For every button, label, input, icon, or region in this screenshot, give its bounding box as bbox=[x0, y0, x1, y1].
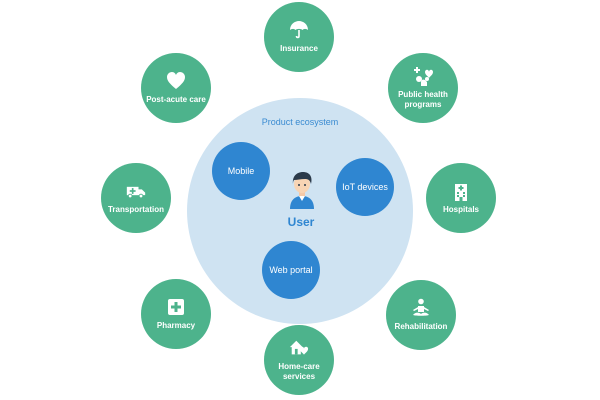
meditation-icon bbox=[413, 298, 429, 316]
service-public-health-programs: Public health programs bbox=[388, 53, 458, 123]
service-transportation-label: Transportation bbox=[107, 205, 164, 214]
service-transportation: Transportation bbox=[101, 163, 171, 233]
channel-web-portal-label: Web portal bbox=[269, 265, 313, 275]
service-rehabilitation: Rehabilitation bbox=[386, 280, 456, 350]
heart-icon bbox=[167, 72, 185, 89]
service-insurance: Insurance bbox=[264, 2, 334, 72]
channel-iot-devices-label: IoT devices bbox=[342, 182, 388, 192]
service-rehabilitation-label: Rehabilitation bbox=[394, 322, 448, 331]
medical-cross-icon bbox=[168, 299, 184, 315]
hospital-icon bbox=[455, 184, 467, 201]
product-ecosystem-title: Product ecosystem bbox=[261, 117, 339, 127]
health-programs-icon bbox=[414, 67, 433, 86]
service-pharmacy-label: Pharmacy bbox=[156, 321, 196, 330]
channel-iot-devices: IoT devices bbox=[336, 158, 394, 216]
service-post-acute-care: Post-acute care bbox=[141, 53, 211, 123]
service-hospitals: Hospitals bbox=[426, 163, 496, 233]
umbrella-icon bbox=[290, 21, 308, 39]
user-label: User bbox=[287, 215, 315, 229]
channel-mobile: Mobile bbox=[212, 142, 270, 200]
service-pharmacy: Pharmacy bbox=[141, 279, 211, 349]
service-post-acute-care-label: Post-acute care bbox=[146, 95, 206, 104]
service-public-health-label: Public health programs bbox=[398, 90, 448, 109]
channel-mobile-label: Mobile bbox=[227, 166, 255, 176]
service-insurance-label: Insurance bbox=[280, 44, 318, 53]
ambulance-icon bbox=[126, 186, 146, 199]
channel-web-portal: Web portal bbox=[262, 241, 320, 299]
user-icon bbox=[290, 172, 314, 209]
service-home-care: Home-care services bbox=[264, 325, 334, 395]
service-hospitals-label: Hospitals bbox=[442, 205, 479, 214]
home-heart-icon bbox=[289, 340, 309, 355]
service-home-care-label: Home-care services bbox=[278, 362, 320, 381]
